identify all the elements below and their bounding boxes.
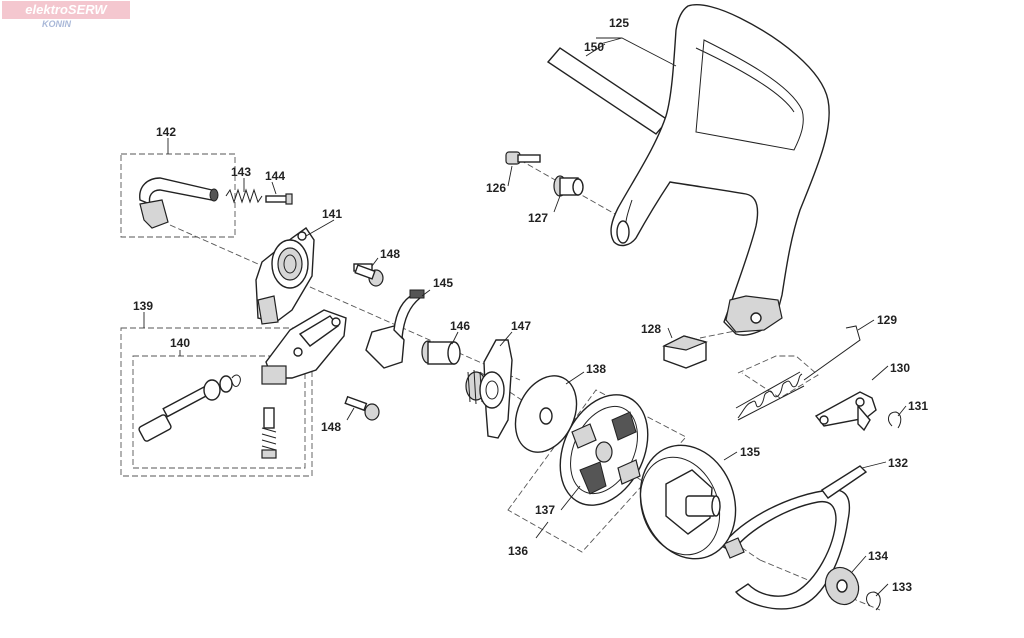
part-133-circlip <box>866 591 881 611</box>
group-box-140 <box>132 355 306 469</box>
label-146: 146 <box>450 319 470 333</box>
part-150-decal <box>546 47 670 135</box>
part-146-bushing <box>421 340 461 365</box>
label-133: 133 <box>892 580 912 594</box>
axis-line-128 <box>699 329 741 339</box>
label-145: 145 <box>433 276 453 290</box>
part-132-brake-band <box>720 465 868 610</box>
group-box-139 <box>120 327 313 477</box>
label-132: 132 <box>888 456 908 470</box>
part-129-brake-spring <box>735 325 861 421</box>
label-143: 143 <box>231 165 251 179</box>
part-142-oil-hose <box>139 177 219 229</box>
part-139-pump-assembly <box>261 309 347 385</box>
label-128: 128 <box>641 322 661 336</box>
brand-logo: elektroSERW KONIN <box>2 1 130 31</box>
label-134: 134 <box>868 549 888 563</box>
part-126-screw <box>505 151 541 165</box>
part-144-screw <box>265 193 293 205</box>
label-127: 127 <box>528 211 548 225</box>
label-148-lower: 148 <box>321 420 341 434</box>
part-131-circlip <box>888 411 902 429</box>
group-box-142 <box>120 153 236 238</box>
label-135: 135 <box>740 445 760 459</box>
part-145-oil-line <box>365 289 425 369</box>
part-140-pump-piston <box>138 374 277 459</box>
part-148-screw-upper <box>353 263 384 287</box>
part-134-washer <box>824 566 860 606</box>
part-125-hand-guard <box>610 4 830 336</box>
label-142: 142 <box>156 125 176 139</box>
part-135-clutch-drum <box>639 444 737 560</box>
label-139: 139 <box>133 299 153 313</box>
label-136: 136 <box>508 544 528 558</box>
label-148-upper: 148 <box>380 247 400 261</box>
label-150: 150 <box>584 40 604 54</box>
axis-line-oil <box>169 224 521 381</box>
label-140: 140 <box>170 336 190 350</box>
leader-lines <box>143 37 907 597</box>
label-129: 129 <box>877 313 897 327</box>
part-138-washer <box>514 375 578 453</box>
part-128-buffer <box>662 335 708 369</box>
part-148-screw-lower <box>344 395 380 421</box>
part-143-spring <box>225 188 263 204</box>
group-box-129-130 <box>737 355 819 399</box>
label-138: 138 <box>586 362 606 376</box>
part-147-pump-drive <box>465 339 513 439</box>
label-130: 130 <box>890 361 910 375</box>
label-137: 137 <box>535 503 555 517</box>
logo-subtitle: KONIN <box>42 19 71 29</box>
part-136-clutch <box>559 394 649 506</box>
logo-title: elektroSERW <box>2 1 130 19</box>
part-130-brake-lever <box>814 391 877 432</box>
label-131: 131 <box>908 399 928 413</box>
label-147: 147 <box>511 319 531 333</box>
label-144: 144 <box>265 169 285 183</box>
part-127-spacer <box>553 175 584 197</box>
label-141: 141 <box>322 207 342 221</box>
part-141-pump-housing <box>255 227 315 325</box>
label-126: 126 <box>486 181 506 195</box>
label-125: 125 <box>609 16 629 30</box>
